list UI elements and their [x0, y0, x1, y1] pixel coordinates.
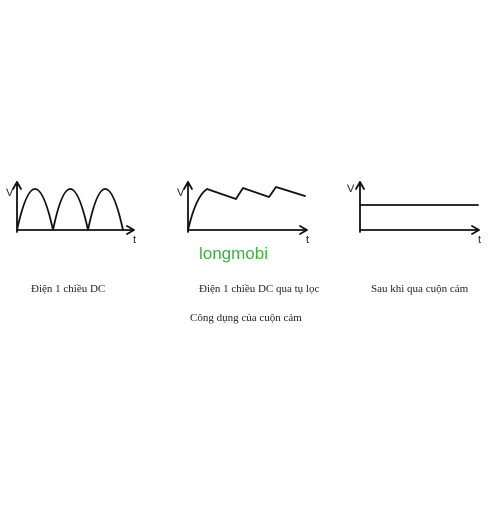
panel-1-graph	[12, 181, 135, 235]
panel-2-waveform	[187, 186, 306, 231]
panel-1-v-label: V	[6, 187, 14, 199]
panel-3-caption: Sau khi qua cuộn cảm	[371, 283, 469, 295]
panel-1-waveform	[16, 188, 124, 231]
panel-3-graph	[355, 181, 480, 235]
panel-1-v-arrow	[12, 181, 22, 190]
panel-3-v-label: V	[347, 183, 355, 195]
panel-2-t-label: t	[306, 234, 309, 246]
panel-2-v-arrow	[183, 181, 193, 190]
panel-2-caption: Điện 1 chiều DC qua tụ lọc	[199, 283, 320, 295]
panel-3-t-label: t	[478, 234, 481, 246]
panel-3-t-arrow	[471, 225, 480, 235]
panel-2-graph	[183, 181, 308, 235]
panel-2-t-arrow	[299, 225, 308, 235]
panel-2-v-label: V	[177, 187, 185, 199]
panel-1-caption: Điện 1 chiều DC	[31, 283, 106, 295]
main-caption: Công dụng của cuộn cảm	[190, 312, 302, 324]
panel-3-v-arrow	[355, 181, 365, 190]
watermark: longmobi	[199, 244, 268, 263]
panel-1-t-label: t	[133, 234, 136, 246]
panel-1-t-arrow	[126, 225, 135, 235]
